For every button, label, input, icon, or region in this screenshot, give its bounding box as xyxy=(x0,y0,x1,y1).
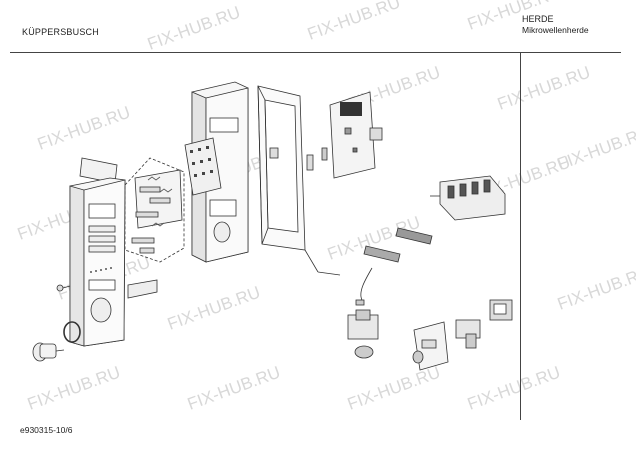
document-id: e930315-10/6 xyxy=(20,425,73,435)
transformer xyxy=(347,309,379,359)
relay-block xyxy=(430,175,506,221)
sensor-cable xyxy=(355,267,373,306)
terminal-bracket xyxy=(412,321,449,371)
inner-control-frame xyxy=(191,81,249,263)
keypad-grid xyxy=(184,137,222,196)
watermark-text: FIX-HUB.RU xyxy=(165,283,263,334)
watermark-text: FIX-HUB.RU xyxy=(305,0,403,44)
watermark-text: FIX-HUB.RU xyxy=(35,103,133,154)
watermark-text: FIX-HUB.RU xyxy=(185,363,283,414)
watermark-text: FIX-HUB.RU xyxy=(465,363,563,414)
header-divider xyxy=(10,52,621,53)
door-switch xyxy=(455,319,481,349)
watermark-text: FIX-HUB.RU xyxy=(145,3,243,54)
knob-ring xyxy=(63,321,81,343)
side-divider xyxy=(520,52,521,420)
front-control-panel xyxy=(69,177,126,347)
watermark-text: FIX-HUB.RU xyxy=(555,123,636,174)
screw xyxy=(56,284,71,292)
control-knob xyxy=(32,342,65,362)
category-title: HERDE xyxy=(522,14,554,24)
clip xyxy=(306,147,328,171)
watermark-text: FIX-HUB.RU xyxy=(345,363,443,414)
watermark-text: FIX-HUB.RU xyxy=(495,63,593,114)
watermark-text: FIX-HUB.RU xyxy=(555,263,636,314)
connector-set xyxy=(363,227,433,263)
brand-name: KÜPPERSBUSCH xyxy=(22,27,99,37)
fuse-holder xyxy=(489,299,513,321)
switch-membrane-set xyxy=(124,157,185,263)
category-subtitle: Mikrowellenherde xyxy=(522,25,589,35)
watermark-text: FIX-HUB.RU xyxy=(25,363,123,414)
display-window-plate xyxy=(127,279,158,299)
rear-frame xyxy=(257,85,341,276)
control-circuit-board xyxy=(329,91,383,179)
